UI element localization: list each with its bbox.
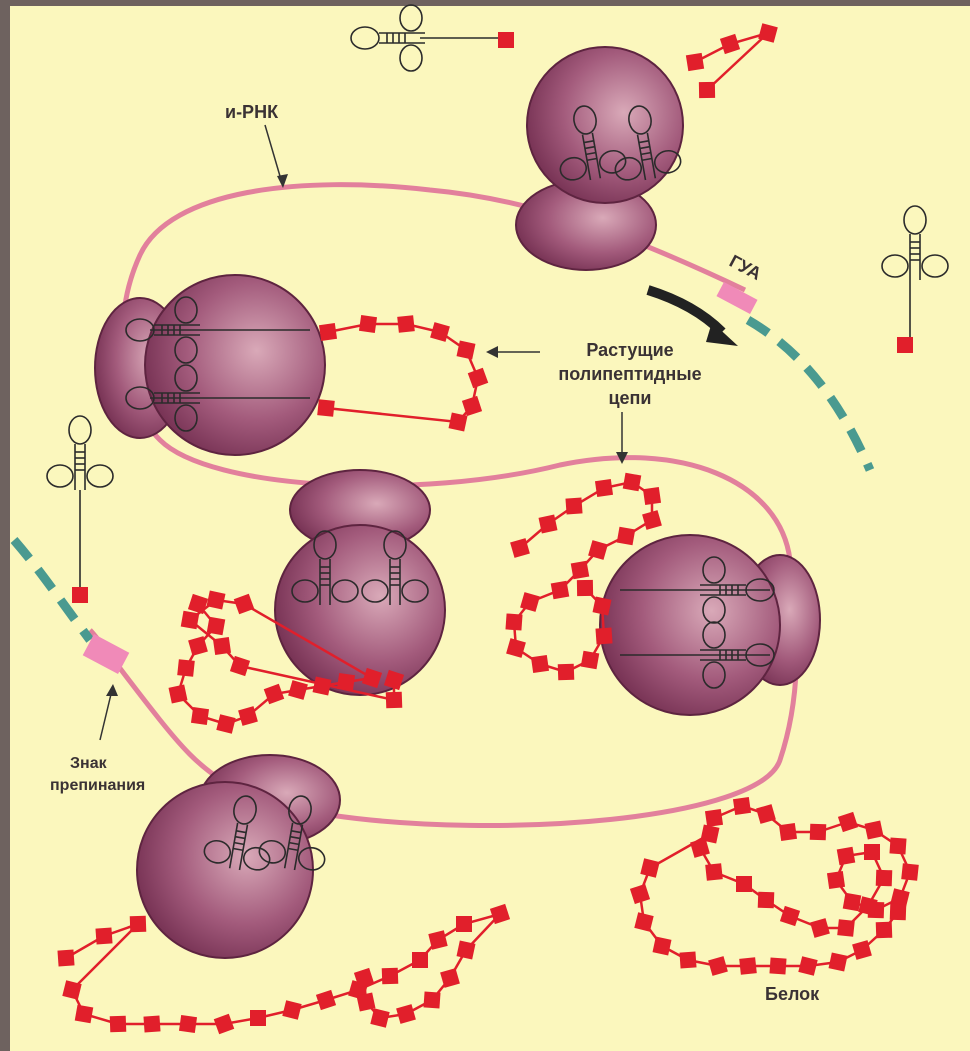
amino-acid (558, 664, 575, 681)
amino-acid (829, 953, 848, 972)
protein-label: Белок (765, 984, 820, 1004)
amino-acid (57, 949, 74, 966)
amino-acid (769, 957, 786, 974)
mrna-label: и-РНК (225, 102, 279, 122)
amino-acid (207, 617, 226, 636)
amino-acid (876, 922, 893, 939)
amino-acid (736, 876, 752, 892)
amino-acid (457, 941, 476, 960)
amino-acid (337, 673, 355, 691)
amino-acid (643, 487, 661, 505)
amino-acid (595, 627, 612, 644)
amino-acid (386, 692, 403, 709)
amino-acid (705, 863, 723, 881)
amino-acid (827, 871, 845, 889)
amino-acid (143, 1015, 160, 1032)
amino-acid (699, 82, 715, 98)
amino-acid (843, 893, 862, 912)
amino-acid (181, 611, 200, 630)
amino-acid (357, 993, 376, 1012)
amino-acid (456, 916, 472, 932)
amino-acid (686, 53, 704, 71)
amino-acid (179, 1015, 197, 1033)
amino-acid (177, 659, 195, 677)
amino-acid (382, 968, 399, 985)
amino-acid (889, 837, 906, 854)
amino-acid (95, 927, 112, 944)
amino-acid (565, 497, 582, 514)
amino-acid (758, 892, 775, 909)
amino-acid (901, 863, 919, 881)
amino-acid (864, 844, 880, 860)
amino-acid (75, 1005, 94, 1024)
amino-acid (779, 823, 797, 841)
amino-acid (359, 315, 377, 333)
amino-acid (810, 824, 827, 841)
punctuation-label-1: Знак (70, 755, 108, 772)
amino-acid (595, 479, 613, 497)
amino-acid (617, 527, 636, 546)
amino-acid (449, 413, 468, 432)
amino-acid (571, 561, 590, 580)
amino-acid (207, 591, 226, 610)
ribosome-2 (95, 275, 325, 455)
amino-acid (653, 937, 672, 956)
amino-acid (837, 919, 855, 937)
amino-acid (505, 613, 522, 630)
amino-acid (733, 797, 751, 815)
amino-acid (865, 821, 884, 840)
amino-acid (397, 315, 415, 333)
amino-acid (250, 1010, 266, 1026)
amino-acid (313, 677, 332, 696)
amino-acid (701, 825, 720, 844)
punctuation-label-2: препинания (50, 777, 145, 794)
amino-acid (423, 991, 440, 1008)
amino-acid (110, 1016, 127, 1033)
amino-acid (593, 597, 612, 616)
amino-acid (577, 580, 593, 596)
amino-acid (412, 952, 428, 968)
amino-acid (623, 473, 642, 492)
ribosome-3 (275, 470, 445, 695)
growing-chains-label-2: полипептидные (558, 364, 701, 384)
growing-chains-label-1: Растущие (586, 340, 673, 360)
amino-acid (705, 809, 723, 827)
amino-acid (679, 951, 696, 968)
amino-acid (319, 323, 337, 341)
amino-acid (539, 515, 558, 534)
amino-acid (551, 581, 570, 600)
growing-chains-label-3: цепи (608, 388, 651, 408)
amino-acid (457, 341, 476, 360)
amino-acid (130, 916, 147, 933)
amino-acid (739, 957, 757, 975)
amino-acid (876, 870, 893, 887)
amino-acid (213, 637, 231, 655)
amino-acid (191, 707, 209, 725)
amino-acid (837, 847, 856, 866)
amino-acid (890, 904, 907, 921)
amino-acid (317, 399, 335, 417)
amino-acid (169, 685, 188, 704)
amino-acid (531, 655, 549, 673)
amino-acid (581, 651, 600, 670)
